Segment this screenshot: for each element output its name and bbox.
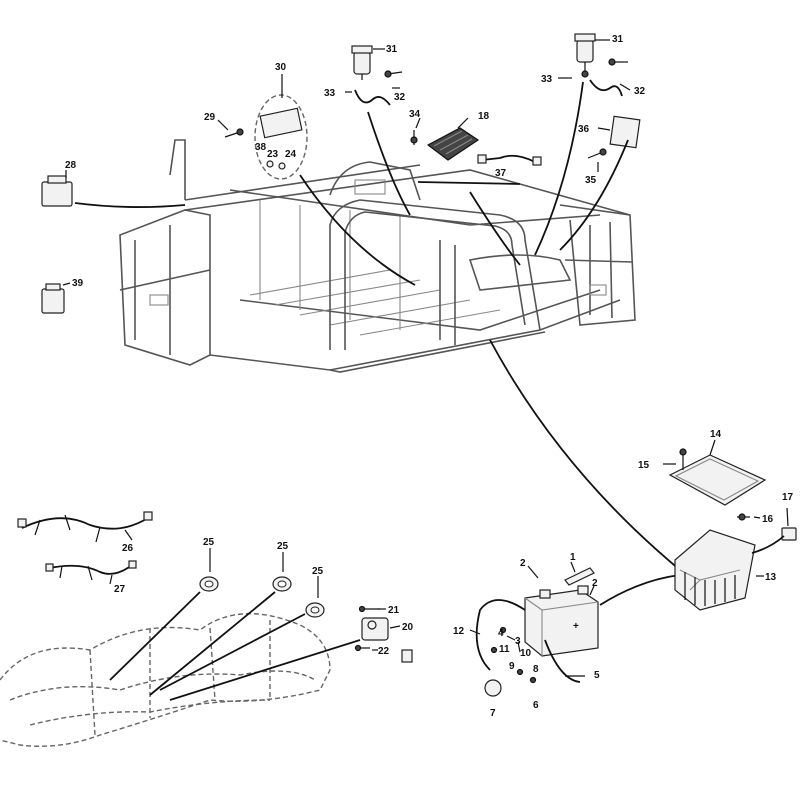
left-side-components	[41, 175, 73, 314]
label-part-22: 22	[378, 646, 390, 657]
label-part-27: 27	[114, 584, 126, 595]
wiring-harness-parts	[17, 511, 153, 585]
vehicle-frame	[119, 139, 636, 373]
top-center-components	[351, 45, 542, 185]
label-part-31a: 31	[386, 44, 398, 55]
label-part-12: 12	[453, 626, 465, 637]
label-part-32b: 32	[634, 86, 646, 97]
label-part-30: 30	[275, 62, 287, 73]
label-part-31b: 31	[612, 34, 624, 45]
label-part-21: 21	[388, 605, 400, 616]
starter-relay-group	[354, 605, 413, 663]
label-part-35: 35	[585, 175, 597, 186]
label-part-18: 18	[478, 111, 490, 122]
label-part-20: 20	[402, 622, 414, 633]
label-part-8: 8	[533, 664, 539, 675]
relay-group-detail	[224, 94, 308, 180]
label-part-29: 29	[204, 112, 216, 123]
label-part-34: 34	[409, 109, 421, 120]
label-part-25a: 25	[203, 537, 215, 548]
label-part-36: 36	[578, 124, 590, 135]
label-part-4: 4	[498, 628, 504, 639]
label-part-2a: 2	[520, 558, 526, 569]
label-part-14: 14	[710, 429, 722, 440]
label-part-26: 26	[122, 543, 134, 554]
part-number-labels: 1 2 2 3 4 5 6 7 8 9 10 11 12 13 14 15 16…	[65, 34, 794, 719]
regulator-part-18	[426, 127, 480, 161]
label-part-5: 5	[594, 670, 600, 681]
label-part-28: 28	[65, 160, 77, 171]
label-part-24: 24	[285, 149, 297, 160]
grommets	[199, 576, 325, 618]
label-part-13: 13	[765, 572, 777, 583]
label-part-11: 11	[499, 644, 510, 655]
label-part-15: 15	[638, 460, 650, 471]
label-part-3a: 3	[515, 636, 521, 647]
label-part-6: 6	[533, 700, 539, 711]
label-part-2b: 2	[592, 578, 598, 589]
label-part-32a: 32	[394, 92, 406, 103]
engine-outline-dashed	[0, 612, 331, 747]
label-part-23: 23	[267, 149, 279, 160]
label-part-7: 7	[490, 708, 496, 719]
top-right-components	[574, 33, 641, 159]
label-part-25c: 25	[312, 566, 324, 577]
battery-tray-assembly	[668, 448, 797, 611]
label-part-25b: 25	[277, 541, 289, 552]
engine-leader-lines	[109, 591, 361, 701]
label-part-9: 9	[509, 661, 515, 672]
label-part-16: 16	[762, 514, 774, 525]
label-part-17: 17	[782, 492, 794, 503]
label-part-37: 37	[495, 168, 507, 179]
leader-lines	[74, 81, 681, 606]
label-ticks	[62, 39, 789, 653]
label-part-10: 10	[520, 648, 532, 659]
label-part-33b: 33	[541, 74, 553, 85]
svg-text:+: +	[573, 621, 579, 632]
label-part-39: 39	[72, 278, 84, 289]
label-part-1: 1	[570, 552, 576, 563]
label-part-33a: 33	[324, 88, 336, 99]
label-part-38: 38	[255, 142, 267, 153]
battery-assembly: +	[475, 567, 599, 697]
